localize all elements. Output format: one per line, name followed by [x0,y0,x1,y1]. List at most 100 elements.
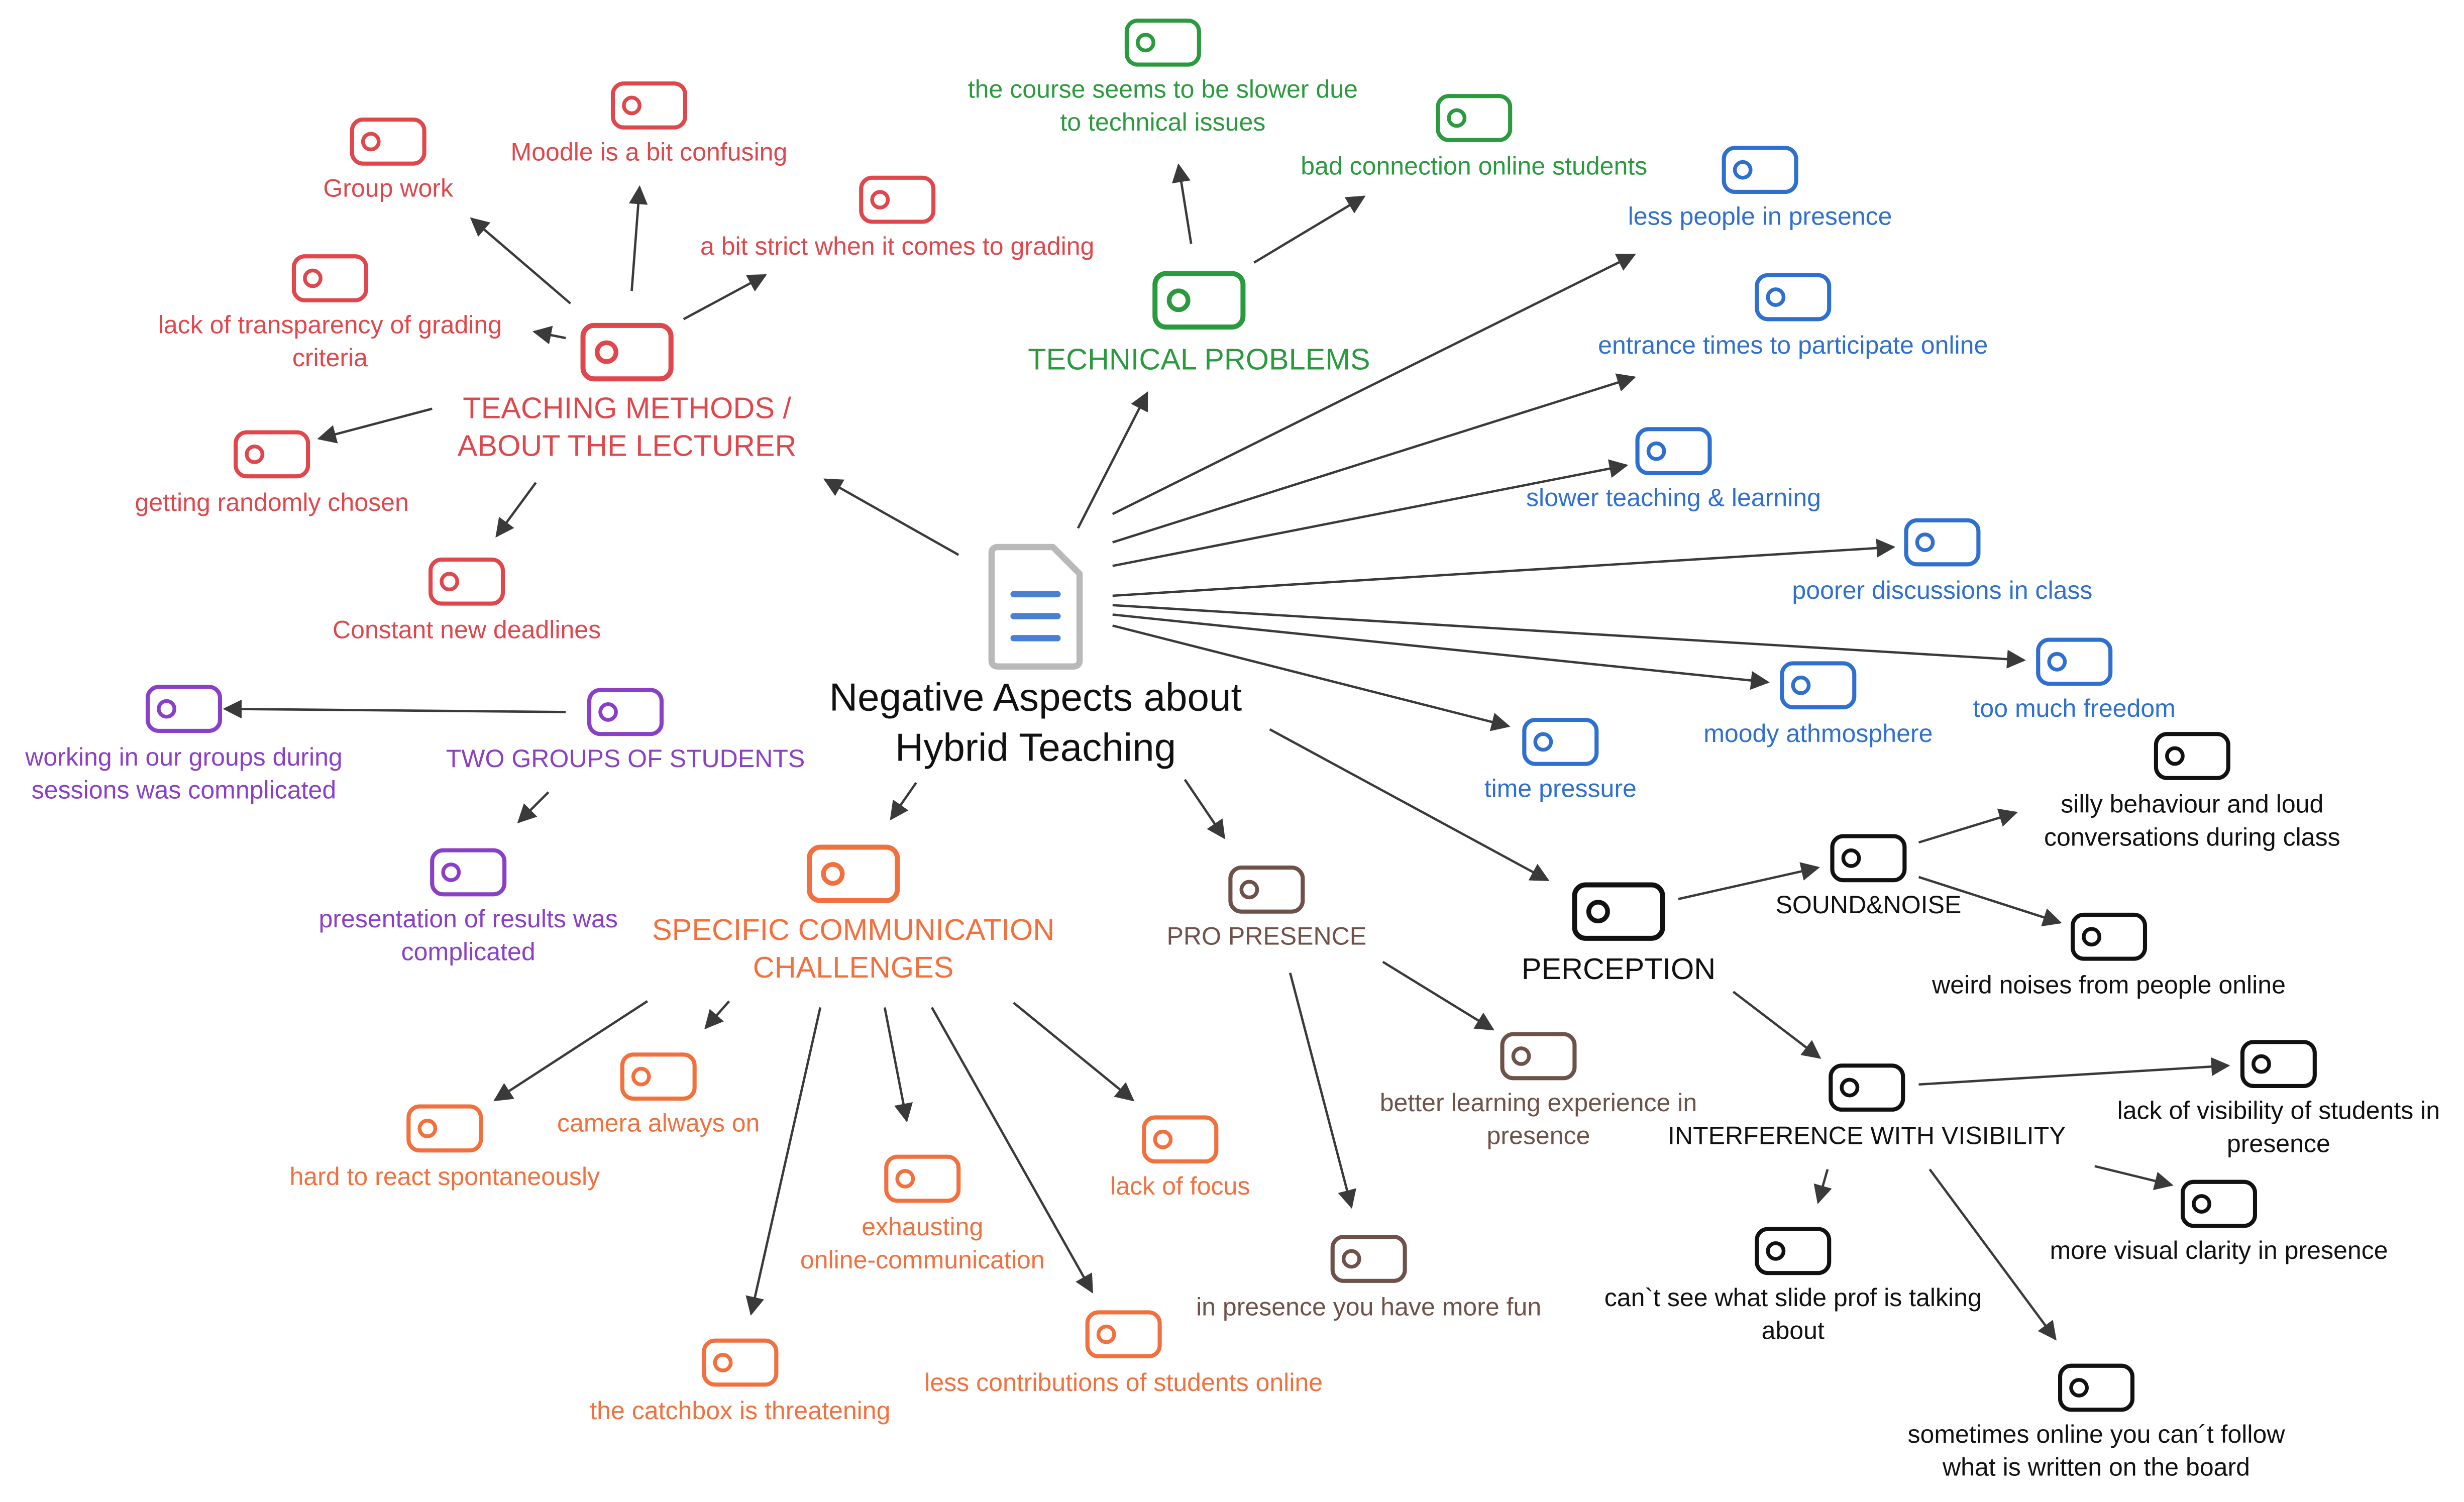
topic-node-two-groups[interactable]: TWO GROUPS OF STUDENTS [446,688,805,773]
topic-label-slide: about [1762,1317,1825,1345]
topic-label-moodle: Moodle is a bit confusing [511,138,788,166]
topic-node-group-work[interactable]: Group work [323,118,454,202]
toggle-icon [1755,1227,1832,1275]
connector-arrow [493,1000,649,1102]
toggle-icon [1780,661,1857,710]
toggle-icon [1572,882,1665,941]
connector-arrow [1184,779,1225,839]
central-topic-title-line: Negative Aspects about [829,675,1242,719]
topic-label-communication: CHALLENGES [753,950,954,984]
central-topic-title-line: Hybrid Teaching [895,725,1176,769]
topic-node-camera[interactable]: camera always on [557,1052,760,1137]
topic-node-hard-react[interactable]: hard to react spontaneously [289,1104,600,1191]
connector-arrow [1732,991,1822,1059]
topic-label-visual-clarity: more visual clarity in presence [2050,1236,2388,1264]
topic-label-communication: SPECIFIC COMMUNICATION [652,913,1054,946]
topic-node-strict[interactable]: a bit strict when it comes to grading [700,175,1094,260]
toggle-icon [428,557,505,606]
topic-node-poorer-discussions[interactable]: poorer discussions in class [1792,518,2092,604]
topic-label-slower-course: to technical issues [1060,108,1265,136]
topic-node-less-people[interactable]: less people in presence [1628,146,1892,231]
topic-node-freedom[interactable]: too much freedom [1973,637,2176,722]
topic-label-teaching: TEACHING METHODS / [463,391,791,424]
topic-node-bad-connection[interactable]: bad connection online students [1301,94,1647,180]
connector-arrow [883,1007,913,1123]
toggle-icon [2180,1179,2258,1228]
toggle-icon [1152,271,1246,330]
topic-node-communication[interactable]: SPECIFIC COMMUNICATION CHALLENGES [652,844,1054,984]
topic-label-lack-visibility: presence [2227,1129,2330,1157]
connector-arrow [1112,613,1770,690]
topic-label-technical: TECHNICAL PROBLEMS [1028,342,1370,376]
connector-arrow [2094,1165,2174,1191]
topic-node-moodle[interactable]: Moodle is a bit confusing [511,81,788,166]
connector-arrow [823,478,959,556]
topic-node-sound[interactable]: SOUND&NOISE [1775,834,1961,919]
topic-label-less-contrib: less contributions of students online [924,1368,1323,1397]
topic-node-time-pressure[interactable]: time pressure [1484,717,1637,802]
toggle-icon [1722,146,1798,194]
topic-node-teaching[interactable]: TEACHING METHODS /ABOUT THE LECTURER [458,323,797,463]
connector-arrow [1112,624,1511,731]
topic-label-better-learning: presence [1487,1122,1590,1150]
topic-label-slower-teaching: slower teaching & learning [1526,484,1821,512]
toggle-icon [2036,637,2113,686]
topic-node-moody[interactable]: moody athmosphere [1703,661,1933,747]
topic-node-visibility[interactable]: INTERFERENCE WITH VISIBILITY [1668,1063,2066,1150]
topic-label-perception: PERCEPTION [1522,952,1716,986]
toggle-icon [2058,1363,2135,1412]
topic-label-better-learning: better learning experience in [1380,1089,1697,1117]
topic-node-lack-visibility[interactable]: lack of visibility of students inpresenc… [2117,1040,2440,1157]
topic-node-random[interactable]: getting randomly chosen [135,430,409,516]
connector-arrow [532,326,566,345]
connector-arrow [1929,1168,2057,1341]
topic-label-less-people: less people in presence [1628,202,1892,231]
topic-label-working-groups: working in our groups during [25,743,343,771]
connector-arrow [1112,373,1636,544]
topic-node-catchbox[interactable]: the catchbox is threatening [590,1338,890,1425]
topic-node-visual-clarity[interactable]: more visual clarity in presence [2050,1179,2388,1264]
connector-arrow [470,217,572,304]
toggle-icon [2071,912,2148,961]
topic-node-technical[interactable]: TECHNICAL PROBLEMS [1028,271,1370,376]
toggle-icon [1085,1310,1162,1359]
connector-arrow [1918,1057,2230,1086]
toggle-icon [807,844,900,903]
topic-node-weird-noises[interactable]: weird noises from people online [1932,912,2286,999]
topic-node-deadlines[interactable]: Constant new deadlines [333,557,601,643]
topic-label-exhausting: online-communication [800,1246,1045,1274]
topic-node-entrance[interactable]: entrance times to participate online [1598,273,1988,359]
topic-label-visibility: INTERFERENCE WITH VISIBILITY [1668,1122,2066,1150]
topic-label-two-groups: TWO GROUPS OF STUDENTS [446,744,805,773]
connector-arrow [1112,459,1629,567]
topic-node-slower-teaching[interactable]: slower teaching & learning [1526,427,1821,512]
toggle-icon [1755,273,1832,321]
connector-arrow [1013,1002,1135,1102]
connector-arrow [1112,604,2026,669]
topic-node-lack-focus[interactable]: lack of focus [1110,1115,1250,1200]
connector-arrow [317,407,433,444]
topic-label-moody: moody athmosphere [1703,719,1933,747]
topic-node-more-fun[interactable]: in presence you have more fun [1196,1235,1541,1321]
toggle-icon [1124,18,1201,67]
topic-node-pro-presence[interactable]: PRO PRESENCE [1166,866,1366,950]
topic-node-perception[interactable]: PERCEPTION [1522,882,1716,986]
toggle-icon [1500,1032,1577,1081]
topic-node-less-contrib[interactable]: less contributions of students online [924,1310,1323,1397]
topic-node-better-learning[interactable]: better learning experience in presence [1380,1032,1697,1150]
topic-label-lack-focus: lack of focus [1110,1172,1250,1200]
topic-label-weird-noises: weird noises from people online [1932,971,2286,999]
topic-label-board: what is written on the board [1942,1453,2250,1481]
topic-node-slide[interactable]: can`t see what slide prof is talkingabou… [1604,1227,1982,1345]
toggle-icon [620,1052,697,1101]
